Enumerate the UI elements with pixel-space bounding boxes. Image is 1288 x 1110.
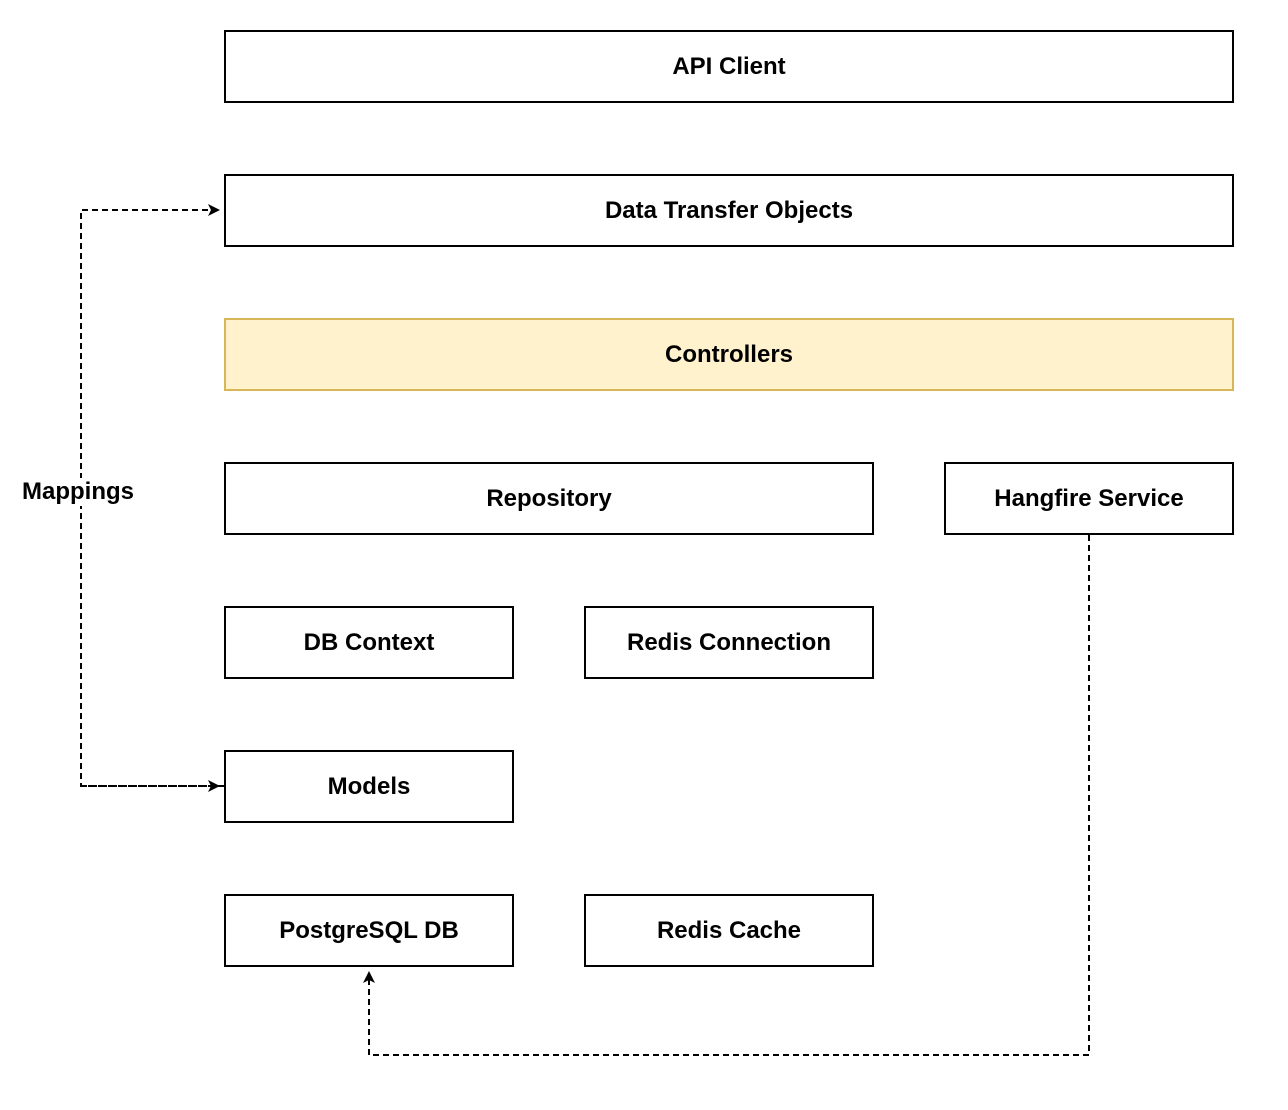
postgresql-db-label: PostgreSQL DB: [279, 916, 459, 944]
db-context-label: DB Context: [303, 628, 435, 656]
models-box: Models: [224, 750, 514, 823]
controllers-label: Controllers: [664, 340, 793, 368]
redis-connection-label: Redis Connection: [626, 628, 831, 656]
repository-label: Repository: [486, 484, 612, 512]
controllers-box: Controllers: [224, 318, 1234, 391]
dto-box: Data Transfer Objects: [224, 174, 1234, 247]
redis-connection-box: Redis Connection: [584, 606, 874, 679]
models-label: Models: [327, 772, 411, 800]
repository-box: Repository: [224, 462, 874, 535]
mappings-edge-label: Mappings: [22, 478, 134, 506]
redis-cache-label: Redis Cache: [656, 916, 802, 944]
api-client-box: API Client: [224, 30, 1234, 103]
db-context-box: DB Context: [224, 606, 514, 679]
postgresql-db-box: PostgreSQL DB: [224, 894, 514, 967]
hangfire-to-postgres-connector: [363, 535, 1090, 1056]
dto-label: Data Transfer Objects: [604, 196, 854, 224]
hangfire-service-box: Hangfire Service: [944, 462, 1234, 535]
hangfire-service-label: Hangfire Service: [994, 484, 1184, 512]
api-client-label: API Client: [672, 52, 786, 80]
redis-cache-box: Redis Cache: [584, 894, 874, 967]
